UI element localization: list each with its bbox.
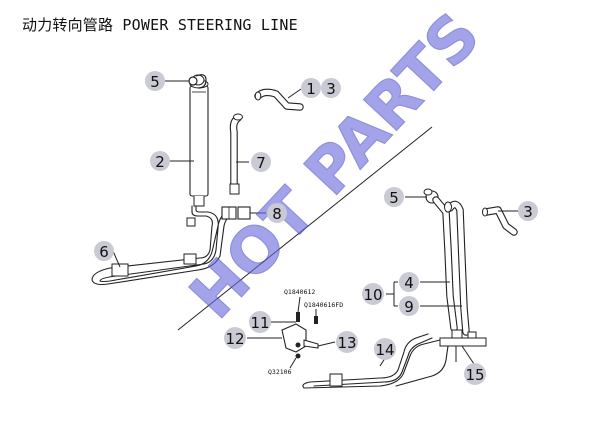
part-11-12-13-bracket	[281, 312, 319, 359]
part-7-return-hose	[229, 113, 243, 195]
part-4-9-hoses	[432, 196, 470, 336]
part-2-hose	[189, 74, 209, 207]
page-title: 动力转向管路 POWER STEERING LINE	[22, 16, 298, 34]
callout-10: 10	[362, 283, 384, 305]
svg-text:8: 8	[272, 205, 282, 223]
svg-text:11: 11	[250, 314, 269, 332]
callout-13: 13	[336, 331, 358, 353]
callout-7: 7	[251, 152, 271, 172]
svg-text:12: 12	[225, 330, 244, 348]
callout-3-upper: 3	[321, 78, 341, 98]
part-6-steel-lines	[91, 205, 237, 286]
callout-6: 6	[94, 241, 114, 261]
section-divider	[177, 126, 433, 331]
callout-3-lower: 3	[518, 201, 538, 221]
svg-text:3: 3	[523, 203, 533, 221]
svg-text:6: 6	[99, 243, 109, 261]
svg-text:5: 5	[150, 73, 160, 91]
callout-15: 15	[464, 363, 486, 385]
part-5-clamp-upper	[188, 74, 207, 89]
svg-text:15: 15	[465, 366, 484, 384]
callout-5-lower: 5	[384, 187, 404, 207]
callout-4: 4	[399, 272, 419, 292]
svg-text:4: 4	[404, 274, 414, 292]
part-15-bracket	[439, 329, 487, 362]
callout-8: 8	[267, 203, 287, 223]
svg-text:7: 7	[256, 154, 266, 172]
callout-12: 12	[224, 327, 246, 349]
callout-5-upper: 5	[145, 71, 165, 91]
part-number-nut: Q32106	[268, 368, 292, 376]
part-8-clamp	[221, 206, 251, 220]
part-number-bolt-b: Q1840616FD	[304, 301, 343, 309]
svg-text:10: 10	[363, 286, 382, 304]
svg-text:14: 14	[375, 341, 394, 359]
callout-9: 9	[399, 296, 419, 316]
svg-text:1: 1	[306, 80, 316, 98]
svg-text:13: 13	[337, 334, 356, 352]
svg-text:2: 2	[155, 153, 165, 171]
callout-1: 1	[301, 78, 321, 98]
callout-11: 11	[249, 311, 271, 333]
callout-2: 2	[150, 151, 170, 171]
leader-lines	[112, 80, 520, 369]
svg-text:9: 9	[404, 298, 414, 316]
callout-14: 14	[374, 338, 396, 360]
part-3-hose-lower	[482, 206, 518, 236]
svg-text:5: 5	[389, 189, 399, 207]
svg-text:3: 3	[326, 80, 336, 98]
part-1-3-hose-upper	[254, 88, 304, 111]
part-number-bolt-a: Q1840612	[284, 288, 315, 296]
